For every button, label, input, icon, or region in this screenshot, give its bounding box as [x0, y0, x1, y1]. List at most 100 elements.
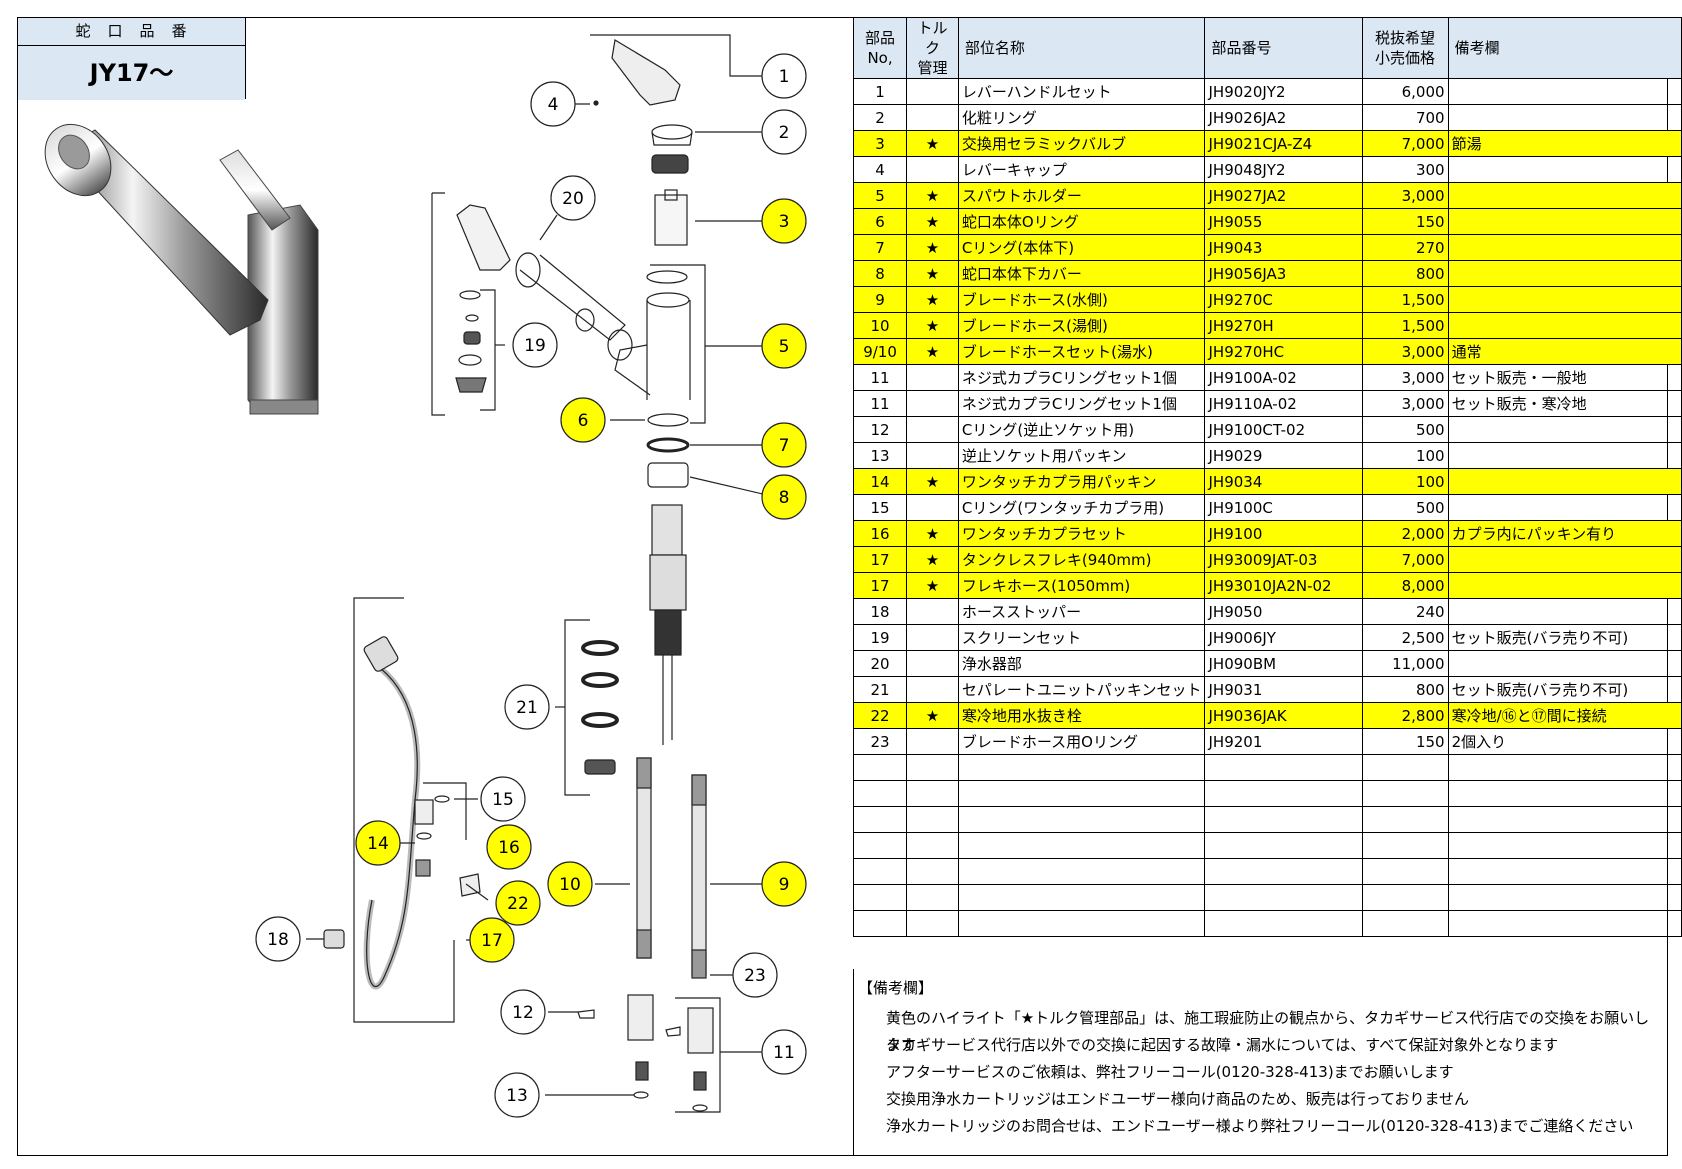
callout-18: 18 [255, 916, 301, 962]
callout-10: 10 [547, 861, 593, 907]
cell-price: 150 [1361, 728, 1449, 755]
empty-cell [906, 884, 959, 911]
cell-price: 100 [1361, 468, 1449, 495]
empty-cell [852, 858, 908, 885]
cell-price: 1,500 [1361, 312, 1449, 339]
empty-cell [1204, 858, 1363, 885]
empty-cell [1361, 806, 1449, 833]
cell-remarks: セット販売(バラ売り不可) [1447, 624, 1682, 651]
cell-torque: ★ [906, 468, 959, 495]
cell-part-number: JH93010JA2N-02 [1204, 572, 1363, 599]
cell-part-number: JH9036JAK [1204, 702, 1363, 729]
remarks-line: アフターサービスのご依頼は、弊社フリーコール(0120-328-413)までお願… [886, 1063, 1454, 1081]
cell-part-name: 寒冷地用水抜き栓 [957, 702, 1206, 729]
cell-remarks [1447, 546, 1682, 573]
empty-cell [906, 754, 959, 781]
cell-part-number: JH9056JA3 [1204, 260, 1363, 287]
cell-part-number: JH93009JAT-03 [1204, 546, 1363, 573]
cell-torque: ★ [906, 234, 959, 261]
empty-cell [906, 780, 959, 807]
header-part-number: 部品番号 [1204, 17, 1363, 79]
callout-circle [480, 776, 526, 822]
callout-label: 22 [507, 894, 529, 914]
cell-remarks: 通常 [1447, 338, 1682, 365]
callout-4: 4 [530, 81, 576, 127]
callout-label: 9 [779, 875, 790, 895]
cell-remarks: 寒冷地/⑯と⑰間に接続 [1447, 702, 1682, 729]
callout-label: 18 [267, 930, 289, 950]
cell-part-no: 9 [852, 286, 908, 313]
cell-part-number: JH9110A-02 [1204, 390, 1363, 417]
remarks-line: 浄水カートリッジのお問合せは、エンドユーザー様より弊社フリーコール(0120-3… [886, 1117, 1634, 1135]
empty-row [852, 858, 1682, 885]
empty-cell [852, 780, 908, 807]
callout-3: 3 [761, 198, 807, 244]
cell-remarks [1447, 468, 1682, 495]
callout-circle [547, 861, 593, 907]
cell-torque: ★ [906, 546, 959, 573]
cell-torque [906, 728, 959, 755]
cell-part-no: 12 [852, 416, 908, 443]
cell-part-no: 6 [852, 208, 908, 235]
callout-label: 4 [548, 95, 559, 115]
cell-part-name: スクリーンセット [957, 624, 1206, 651]
callout-7: 7 [761, 422, 807, 468]
callout-circle [486, 824, 532, 870]
cell-part-name: フレキホース(1050mm) [957, 572, 1206, 599]
cell-part-name: ブレードホース(湯側) [957, 312, 1206, 339]
callout-8: 8 [761, 474, 807, 520]
cell-part-name: ネジ式カプラCリングセット1個 [957, 364, 1206, 391]
cell-part-no: 19 [852, 624, 908, 651]
empty-cell [1204, 806, 1363, 833]
cell-part-name: レバーキャップ [957, 156, 1206, 183]
callout-circle [761, 422, 807, 468]
cell-part-number: JH9034 [1204, 468, 1363, 495]
callout-21: 21 [504, 684, 550, 730]
cell-price: 3,000 [1361, 182, 1449, 209]
cell-part-number: JH090BM [1204, 650, 1363, 677]
cell-remarks: 節湯 [1447, 130, 1682, 157]
callout-label: 11 [773, 1043, 795, 1063]
cell-torque [906, 650, 959, 677]
callout-circle [550, 175, 596, 221]
cell-price: 1,500 [1361, 286, 1449, 313]
empty-cell [852, 832, 908, 859]
callout-label: 21 [516, 698, 538, 718]
cell-torque [906, 78, 959, 105]
cell-part-name: 蛇口本体Oリング [957, 208, 1206, 235]
cell-part-name: スパウトホルダー [957, 182, 1206, 209]
empty-cell [1447, 910, 1682, 937]
cell-remarks [1447, 416, 1682, 443]
cell-part-number: JH9100 [1204, 520, 1363, 547]
cell-part-number: JH9270H [1204, 312, 1363, 339]
cell-torque: ★ [906, 182, 959, 209]
cell-part-no: 11 [852, 364, 908, 391]
cell-part-no: 22 [852, 702, 908, 729]
cell-torque [906, 416, 959, 443]
cell-part-number: JH9270HC [1204, 338, 1363, 365]
cell-price: 700 [1361, 104, 1449, 131]
callout-label: 17 [481, 931, 503, 951]
callout-17: 17 [469, 917, 515, 963]
callout-22: 22 [495, 880, 541, 926]
empty-cell [906, 832, 959, 859]
cell-part-number: JH9100C [1204, 494, 1363, 521]
cell-part-number: JH9006JY [1204, 624, 1363, 651]
cell-price: 7,000 [1361, 130, 1449, 157]
cell-part-number: JH9270C [1204, 286, 1363, 313]
callout-label: 6 [578, 411, 589, 431]
callout-label: 2 [779, 123, 790, 143]
empty-cell [1447, 754, 1682, 781]
coupler-parts [577, 994, 721, 1113]
header-part-no: 部品 No, [852, 17, 908, 79]
